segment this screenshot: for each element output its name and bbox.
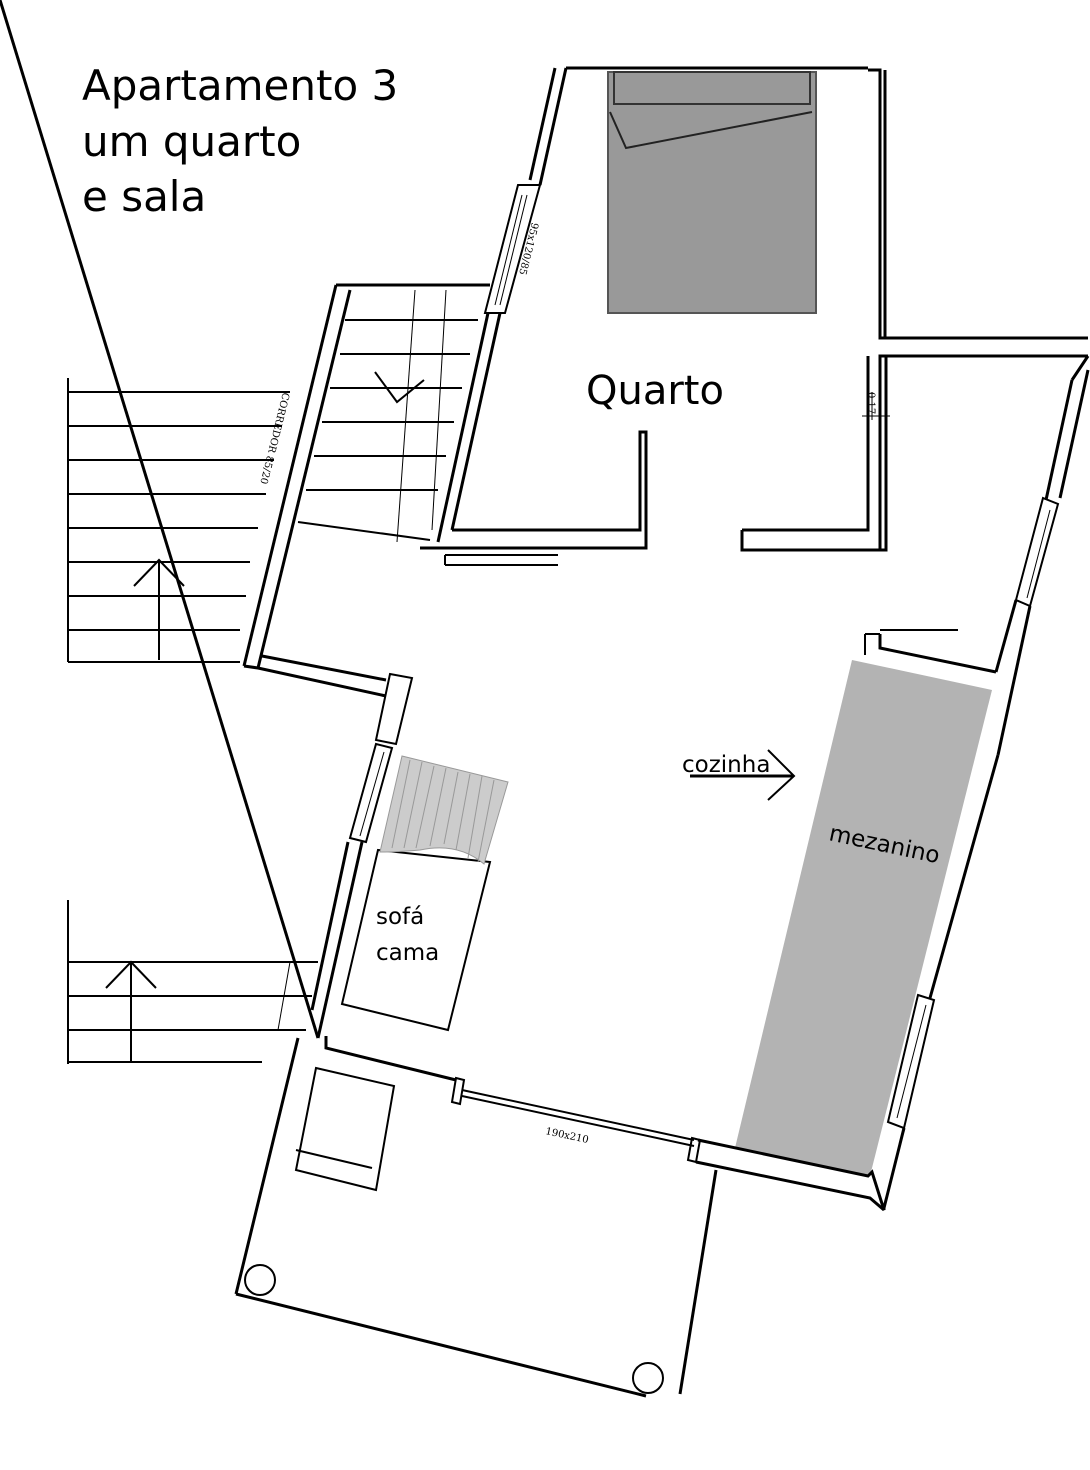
mezzanine-area — [735, 660, 992, 1176]
right-wall — [864, 355, 1090, 1209]
sofa-label-line-2: cama — [376, 940, 439, 966]
bed — [607, 71, 817, 314]
plan-title: Apartamento 3 um quarto e sala — [82, 61, 398, 221]
stairs-upper — [242, 283, 490, 669]
title-line-2: um quarto — [82, 117, 301, 166]
title-line-3: e sala — [82, 172, 206, 221]
living-room-walls — [0, 0, 466, 1106]
window-top-size: 95x120/85 — [516, 221, 540, 276]
window-bedroom — [483, 184, 542, 314]
kitchen-arrow-icon — [690, 749, 796, 801]
sofa-bed — [340, 755, 509, 1032]
wall-height-mark — [862, 392, 890, 420]
room-label-bedroom: Quarto — [586, 368, 724, 414]
sofa-label-line-1: sofá — [376, 904, 424, 930]
door-size-label: 190x210 — [544, 1126, 589, 1146]
entry-door — [461, 1089, 702, 1164]
bedroom-walls — [420, 66, 1088, 566]
corridor-label: CORREDOR 85/20 — [257, 391, 290, 485]
wall-height-label: 0.17 — [865, 392, 876, 414]
bottom-wall-inner — [695, 1160, 885, 1212]
stairs-exterior-bottom — [67, 900, 318, 1064]
title-line-1: Apartamento 3 — [82, 61, 398, 110]
room-label-kitchen: cozinha — [682, 752, 770, 778]
porch — [234, 1037, 718, 1398]
